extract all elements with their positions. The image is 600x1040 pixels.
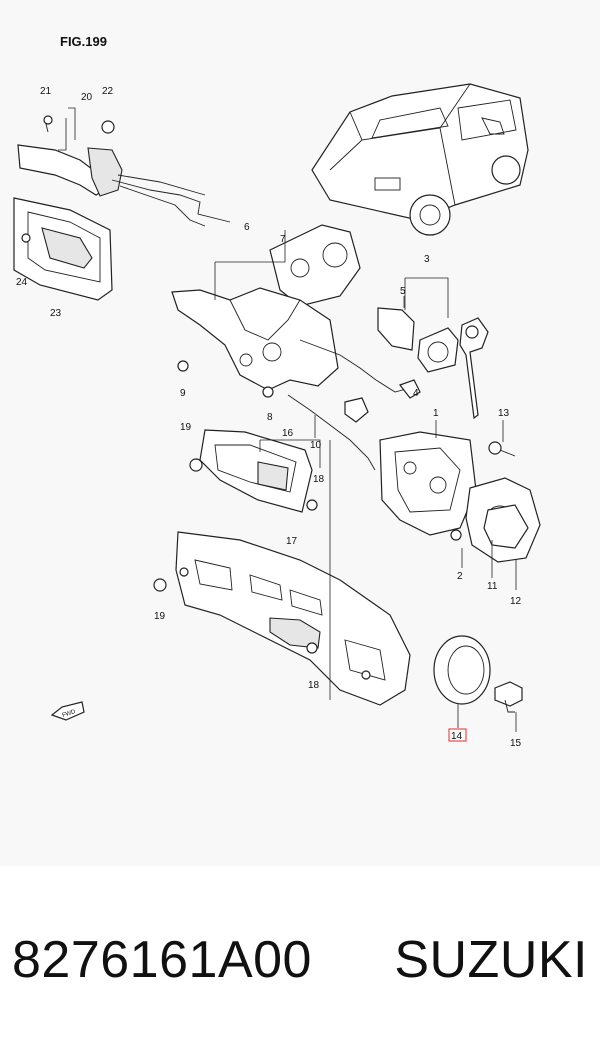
callout-17: 17 bbox=[286, 536, 298, 547]
callout-11: 11 bbox=[487, 581, 498, 592]
callout-2: 2 bbox=[457, 571, 463, 582]
callout-5: 5 bbox=[400, 286, 406, 297]
callout-19-bottom: 19 bbox=[154, 611, 166, 622]
callout-23: 23 bbox=[50, 308, 62, 319]
callout-20: 20 bbox=[81, 92, 93, 103]
callout-21: 21 bbox=[40, 86, 52, 97]
callout-18-top: 18 bbox=[313, 474, 325, 485]
callout-22: 22 bbox=[102, 86, 114, 97]
vehicle-illustration bbox=[311, 83, 529, 236]
callout-15: 15 bbox=[510, 738, 522, 749]
inner-handle-and-panel bbox=[153, 429, 411, 706]
fwd-direction-arrow: FWD bbox=[50, 701, 85, 721]
exploded-view-drawing: FIG.199 bbox=[13, 34, 541, 749]
callout-18-bottom: 18 bbox=[308, 680, 320, 691]
figure-title: FIG.199 bbox=[60, 34, 107, 49]
callout-7: 7 bbox=[280, 234, 286, 245]
inside-handle-bezel bbox=[13, 197, 113, 301]
callout-13: 13 bbox=[498, 408, 510, 419]
parts-diagram: FIG.199 bbox=[13, 34, 541, 749]
callout-19-top: 19 bbox=[180, 422, 192, 433]
callout-6: 6 bbox=[244, 222, 250, 233]
caption-bar: 8276161A00 SUZUKI bbox=[0, 900, 600, 1020]
callout-14: 14 bbox=[451, 731, 463, 742]
callout-8: 8 bbox=[267, 412, 273, 423]
brand-name: SUZUKI bbox=[394, 931, 588, 989]
callout-3: 3 bbox=[424, 254, 430, 265]
outside-handle-assembly bbox=[17, 107, 231, 227]
callout-16: 16 bbox=[282, 428, 294, 439]
callout-10: 10 bbox=[310, 440, 322, 451]
callout-1: 1 bbox=[433, 408, 439, 419]
door-lock-actuator bbox=[171, 224, 411, 471]
highlight-box bbox=[448, 728, 467, 742]
callout-4: 4 bbox=[413, 388, 419, 399]
bezel-ring-and-bolt bbox=[433, 635, 523, 742]
callout-24: 24 bbox=[16, 277, 28, 288]
callout-12: 12 bbox=[510, 596, 522, 607]
callout-labels: 21 20 22 24 23 6 7 3 5 9 8 4 1 13 19 16 … bbox=[16, 86, 522, 749]
callout-9: 9 bbox=[180, 388, 186, 399]
part-number: 8276161A00 bbox=[12, 931, 312, 989]
fwd-label: FWD bbox=[62, 709, 77, 719]
key-cylinder-assembly bbox=[377, 277, 489, 420]
door-latch-assembly bbox=[379, 420, 541, 590]
